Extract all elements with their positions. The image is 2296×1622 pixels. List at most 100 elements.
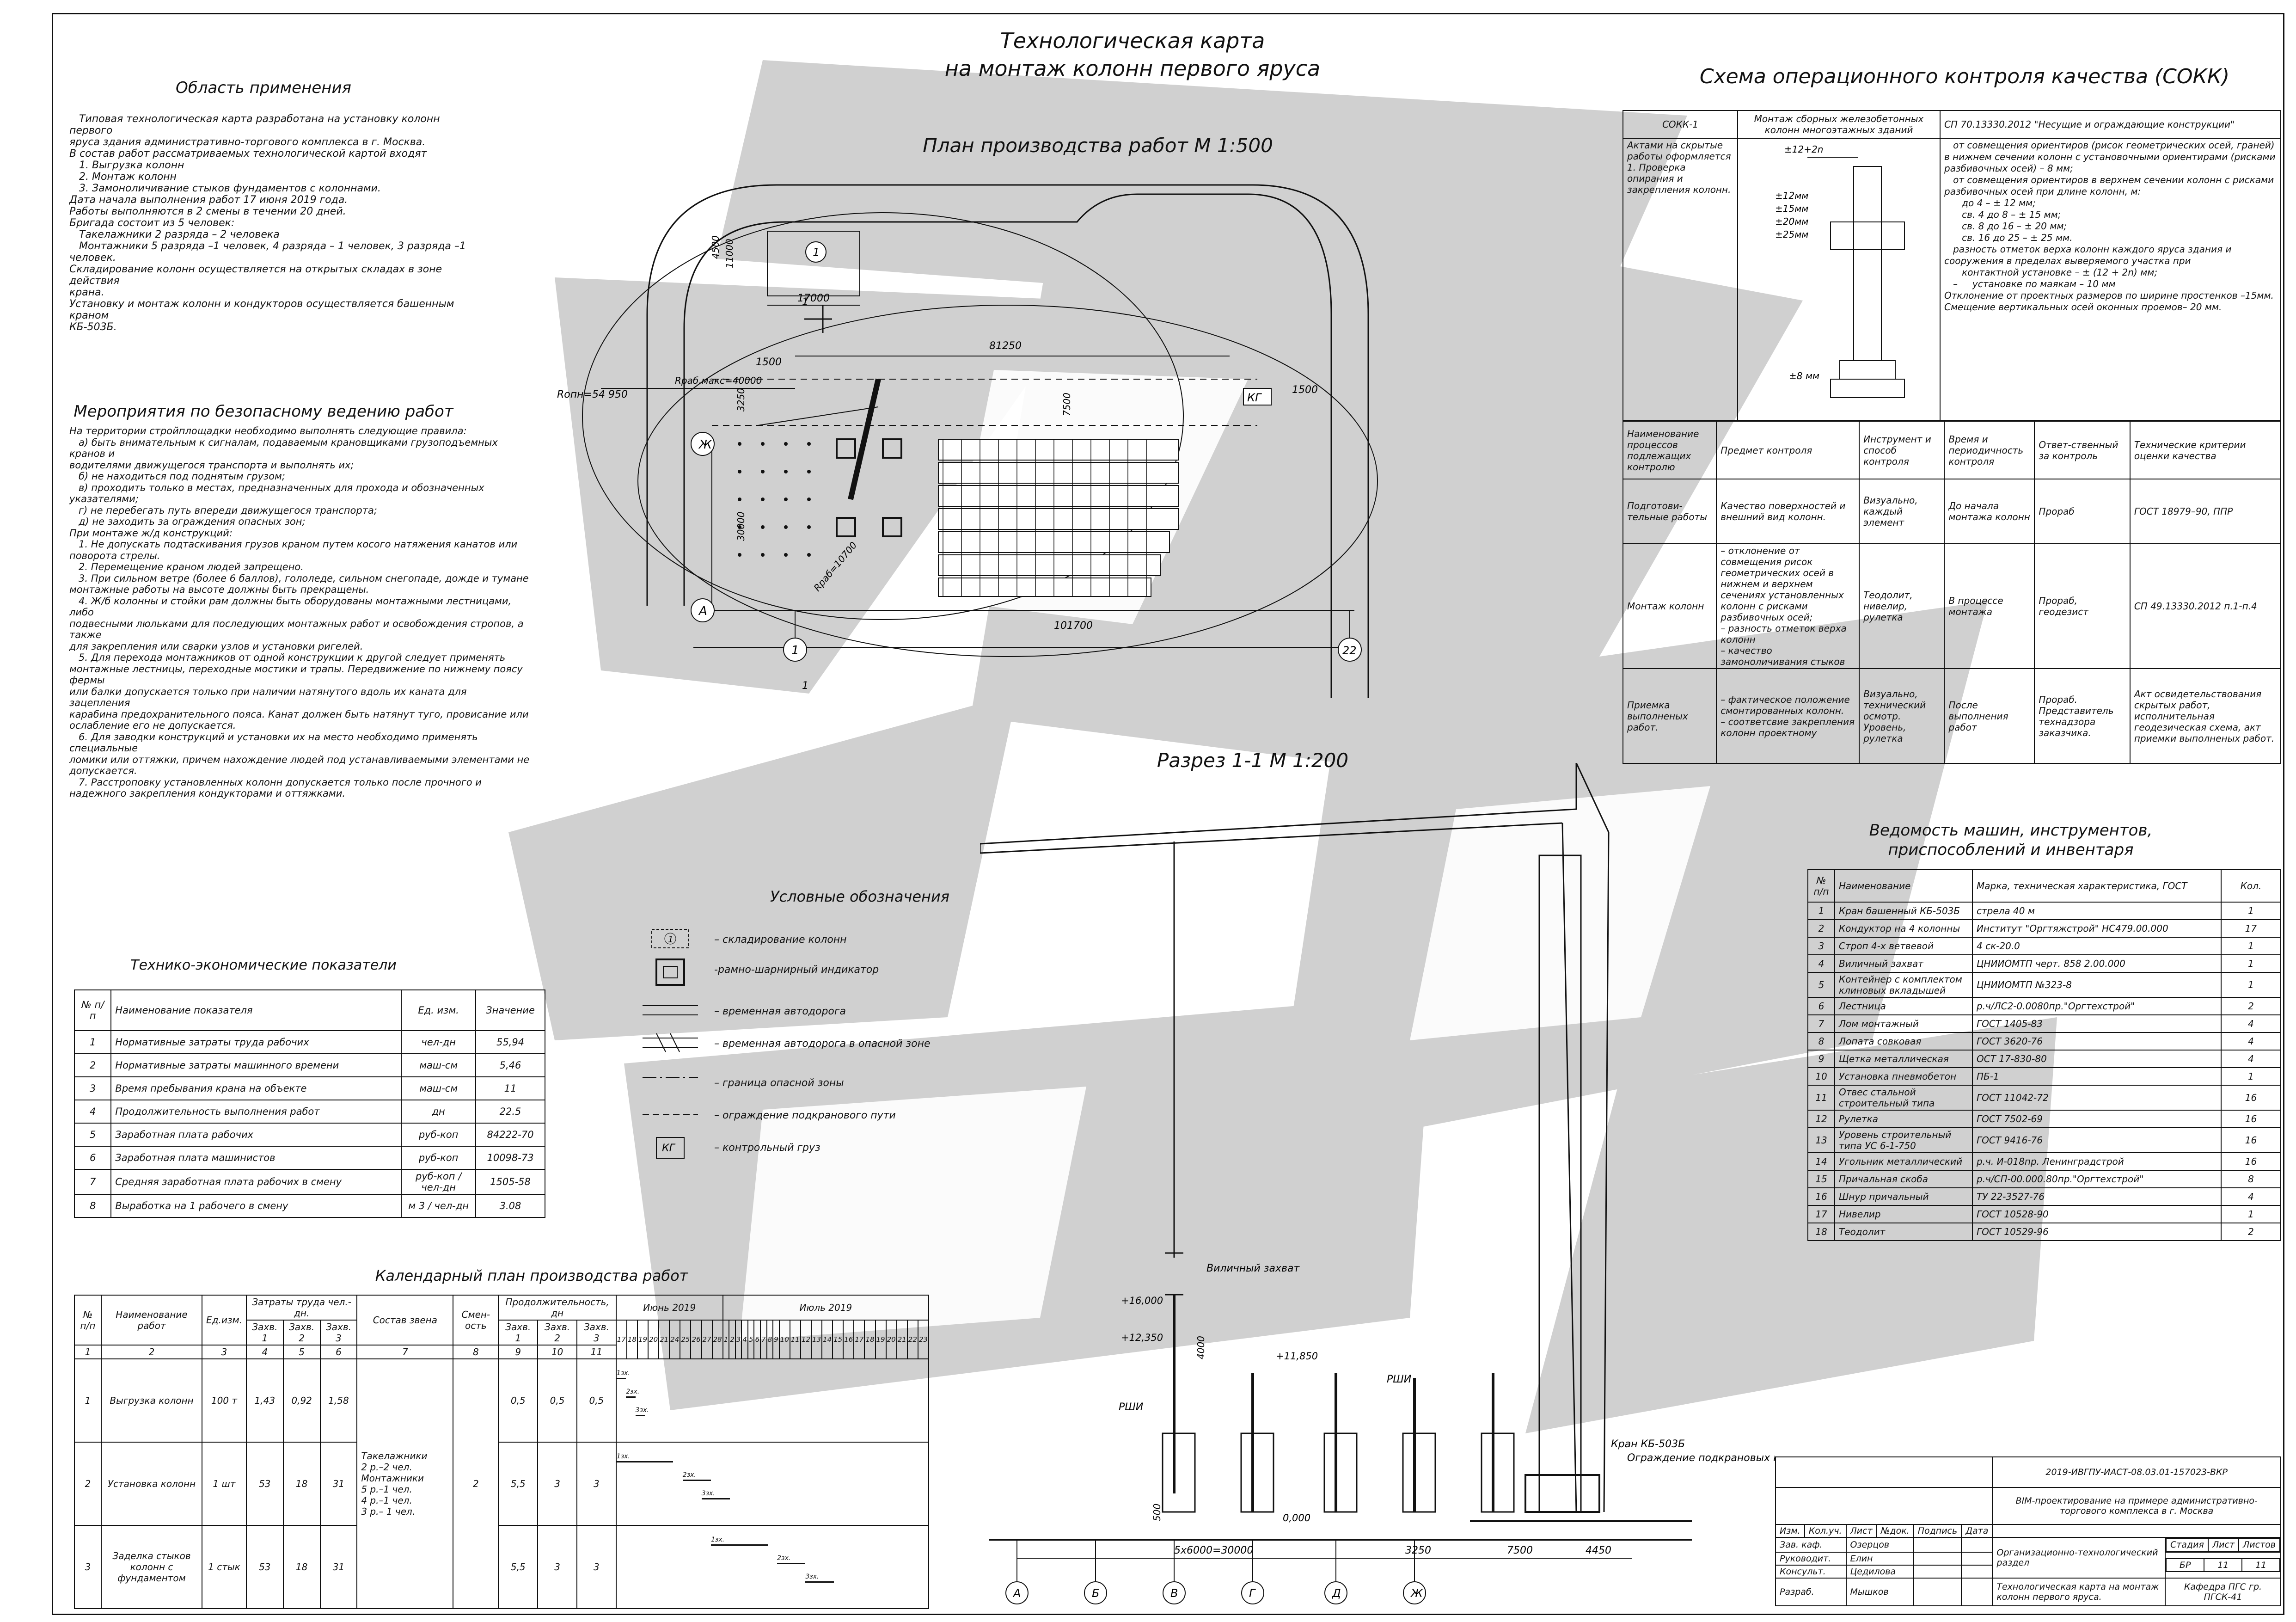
gantt-bar-label: 1зх. — [616, 1370, 630, 1377]
cal-cell: 3 — [74, 1525, 102, 1609]
cal-cell: 31 — [319, 1442, 358, 1526]
section-mark-bottom: 1 — [802, 680, 808, 692]
cal-day: 21 — [896, 1320, 908, 1359]
machine-cell: 1 — [2221, 1067, 2281, 1086]
sokk-header: Наименование процессов подлежащих контро… — [1622, 421, 1717, 479]
tol-4: ±20мм — [1775, 216, 1808, 227]
cal-cell: 1 стык — [202, 1525, 247, 1609]
machine-cell: Виличный захват — [1834, 954, 1973, 973]
gantt-cell: 1зх.2зх.3зх. — [615, 1525, 930, 1609]
stamp-spacer — [1992, 1524, 2281, 1538]
cal-col-num: 5 — [282, 1345, 321, 1359]
cal-h-labor: Затраты труда чел.-дн. — [245, 1295, 358, 1321]
cal-col-num: 2 — [101, 1345, 202, 1359]
crane-jib — [980, 763, 1610, 845]
cal-day: 13 — [810, 1320, 823, 1359]
sokk-header: Технические критерии оценки качества — [2129, 421, 2282, 479]
cal-cell: 3 — [537, 1442, 577, 1526]
sokk-header: Время и периодичность контроля — [1944, 421, 2035, 479]
machine-cell: 4 — [1807, 954, 1835, 973]
machine-cell: ОСТ 17-830-80 — [1972, 1050, 2222, 1068]
safety-text: На территории стройплощадки необходимо в… — [69, 425, 530, 799]
cal-cell: 3 — [576, 1442, 617, 1526]
machine-cell: 5 — [1807, 972, 1835, 998]
cal-cell: 1 шт — [202, 1442, 247, 1526]
radius-opn: Rопн=54 950 — [557, 389, 628, 400]
cal-day: 22 — [906, 1320, 918, 1359]
rsh-label-2: РШИ — [1387, 1374, 1411, 1385]
sokk-cell: До начала монтажа колонн — [1944, 479, 2035, 544]
machines-heading-l2: приспособлений и инвентаря — [1888, 841, 2134, 859]
cal-cell: 3 — [576, 1525, 617, 1609]
cal-h-unit: Ед.изм. — [202, 1295, 247, 1346]
cal-day: 3 — [735, 1320, 742, 1359]
cal-day: 16 — [843, 1320, 855, 1359]
machine-cell: стрела 40 м — [1972, 902, 2222, 920]
machine-cell: 14 — [1807, 1152, 1835, 1171]
sokk-code: СОКК-1 — [1623, 110, 1738, 139]
machine-cell: 10 — [1807, 1067, 1835, 1086]
sec-axis-g: Г — [1249, 1587, 1256, 1600]
cal-day: 2 — [729, 1320, 736, 1359]
cal-day: 19 — [875, 1320, 887, 1359]
sokk-cell: Качество поверхностей и внешний вид коло… — [1716, 479, 1860, 544]
stamp-project: BIM-проектирование на примере администра… — [1992, 1487, 2281, 1525]
machine-cell: 12 — [1807, 1110, 1835, 1128]
dim-500: 500 — [1151, 1504, 1163, 1521]
machine-cell: р.ч/ЛС2-0.0080пр."Оргтехстрой" — [1972, 997, 2222, 1015]
tep-h3: Значение — [475, 989, 545, 1031]
title-line1: Технологическая карта — [1000, 28, 1265, 53]
machines-heading: Ведомость машин, инструментов, приспособ… — [1803, 821, 2219, 860]
mach-h0: № п/п — [1807, 869, 1835, 903]
cal-h-june: Июнь 2019 — [615, 1295, 723, 1321]
cal-cell: 1,43 — [245, 1358, 284, 1443]
cal-h-crew: Состав звена — [356, 1295, 454, 1346]
legend-stock-num: 1 — [668, 935, 673, 945]
tep-cell: 6 — [73, 1146, 112, 1170]
machines-heading-l1: Ведомость машин, инструментов, — [1869, 821, 2153, 840]
cal-day: 27 — [701, 1320, 713, 1359]
stamp-col-header: Подпись — [1913, 1524, 1962, 1538]
cal-day: 12 — [800, 1320, 812, 1359]
machine-cell: 9 — [1807, 1050, 1835, 1068]
stage-h2: Листов — [2238, 1538, 2280, 1552]
axis-zh: Ж — [698, 438, 712, 452]
dim-3250: 3250 — [735, 388, 747, 412]
cal-day: 11 — [789, 1320, 801, 1359]
sokk-cell: После выполнения работ — [1944, 668, 2035, 764]
dim-4000: 4000 — [1195, 1336, 1206, 1359]
machine-cell: Рулетка — [1834, 1110, 1973, 1128]
level-0: 0,000 — [1283, 1512, 1310, 1524]
machine-cell: ГОСТ 3620-76 — [1972, 1032, 2222, 1051]
sheet-title: Технологическая карта на монтаж колонн п… — [925, 27, 1341, 82]
sokk-spec: от совмещения ориентиров (рисок геометри… — [1940, 138, 2281, 421]
sokk-title: Монтаж сборных железобетонных колонн мно… — [1737, 110, 1941, 139]
sokk-cell: Подготови-тельные работы — [1622, 479, 1717, 544]
machine-cell: ГОСТ 10528-90 — [1972, 1205, 2222, 1223]
gantt-cell: 1зх.2зх.3зх. — [615, 1442, 930, 1526]
machine-cell: 8 — [1807, 1032, 1835, 1051]
stamp-code: 2019-ИВГПУ-ИАСТ-08.03.01-157023-ВКР — [1992, 1456, 2281, 1488]
cal-cell: 3 — [537, 1525, 577, 1609]
cal-day: 15 — [832, 1320, 844, 1359]
dim-30000: 30000 — [735, 511, 747, 541]
gantt-bar-label: 3зх. — [635, 1407, 649, 1414]
sec-axis-a: А — [1012, 1587, 1021, 1600]
machine-cell: 16 — [2221, 1110, 2281, 1128]
stamp-col-header: Изм. — [1775, 1524, 1805, 1538]
cal-sub-head: Захв. 2 — [537, 1320, 577, 1346]
machine-cell: Институт "Оргтяжстрой" НС479.00.000 — [1972, 919, 2222, 938]
machine-cell: Отвес стальной строительный типа — [1834, 1085, 1973, 1111]
sec-axis-zh: Ж — [1410, 1587, 1423, 1600]
stamp-section: Организационно-технологический раздел — [1992, 1537, 2166, 1579]
sokk-header: Инструмент и способ контроля — [1859, 421, 1945, 479]
cal-cell: 0,92 — [282, 1358, 321, 1443]
tep-cell: Нормативные затраты машинного времени — [110, 1053, 402, 1077]
level-12: +12,350 — [1121, 1332, 1163, 1343]
legend-item: – временная автодорога в опасной зоне — [714, 1038, 931, 1050]
